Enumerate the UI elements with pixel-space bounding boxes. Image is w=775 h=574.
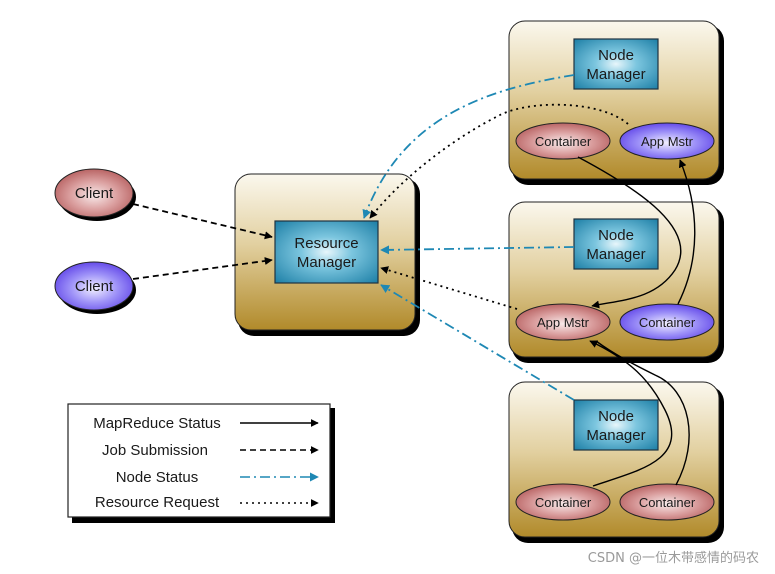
container-label: Container xyxy=(639,315,696,330)
mapreduce-status-arrow-3 xyxy=(589,340,673,487)
node-status-arrow-1 xyxy=(362,74,575,219)
node-manager-label-1: Node xyxy=(598,408,634,425)
legend-label: Node Status xyxy=(116,469,199,486)
mapreduce-status-arrow-2 xyxy=(677,159,696,305)
resource-manager[interactable]: Resource Manager xyxy=(274,220,379,284)
app-master-label: App Mstr xyxy=(641,134,694,149)
app-master-node2[interactable]: App Mstr xyxy=(515,303,611,341)
legend-item-node-status: Node Status xyxy=(116,469,319,486)
container-node1[interactable]: Container xyxy=(515,122,611,160)
app-master-node1[interactable]: App Mstr xyxy=(619,122,715,160)
legend-item-resource-request: Resource Request xyxy=(95,494,319,511)
container-label: Container xyxy=(535,134,592,149)
node-manager-label-2: Manager xyxy=(586,66,645,83)
node-manager-label-1: Node xyxy=(598,227,634,244)
client-red[interactable]: Client xyxy=(54,168,136,221)
watermark: CSDN @一位木带感情的码农 xyxy=(587,551,759,566)
node-manager-1[interactable]: Node Manager xyxy=(573,38,659,90)
mapreduce-status-arrow-4 xyxy=(595,340,690,486)
resource-manager-box: Resource Manager xyxy=(234,173,420,336)
client-blue[interactable]: Client xyxy=(54,261,136,314)
node-manager-label-2: Manager xyxy=(586,246,645,263)
node-box-3: Node Manager Container Container xyxy=(508,381,724,543)
app-master-label: App Mstr xyxy=(537,315,590,330)
container-node3-right[interactable]: Container xyxy=(619,483,715,521)
node-box-1: Node Manager Container App Mstr xyxy=(508,20,724,185)
client-label: Client xyxy=(75,185,114,202)
legend-label: Resource Request xyxy=(95,494,220,511)
resource-manager-label-2: Manager xyxy=(297,254,356,271)
legend-item-job-submission: Job Submission xyxy=(102,442,319,459)
mapreduce-status-arrow-1 xyxy=(577,156,682,309)
container-label: Container xyxy=(639,495,696,510)
legend: MapReduce Status Job Submission Node Sta… xyxy=(67,403,335,523)
node-status-arrow-3 xyxy=(380,284,575,401)
resource-manager-label-1: Resource xyxy=(294,235,358,252)
node-manager-3[interactable]: Node Manager xyxy=(573,399,659,451)
client-label: Client xyxy=(75,278,114,295)
container-label: Container xyxy=(535,495,592,510)
node-manager-label-1: Node xyxy=(598,47,634,64)
legend-label: MapReduce Status xyxy=(93,415,221,432)
job-submission-arrow-1 xyxy=(132,203,273,240)
job-submission-arrow-2 xyxy=(132,257,273,280)
node-manager-label-2: Manager xyxy=(586,427,645,444)
node-box-2: Node Manager App Mstr Container xyxy=(508,201,724,363)
legend-label: Job Submission xyxy=(102,442,208,459)
container-node2[interactable]: Container xyxy=(619,303,715,341)
resource-request-arrow-1 xyxy=(369,103,629,219)
node-status-arrow-2 xyxy=(380,245,575,255)
container-node3-left[interactable]: Container xyxy=(515,483,611,521)
legend-item-mapreduce-status: MapReduce Status xyxy=(93,415,319,432)
node-manager-2[interactable]: Node Manager xyxy=(573,218,659,270)
